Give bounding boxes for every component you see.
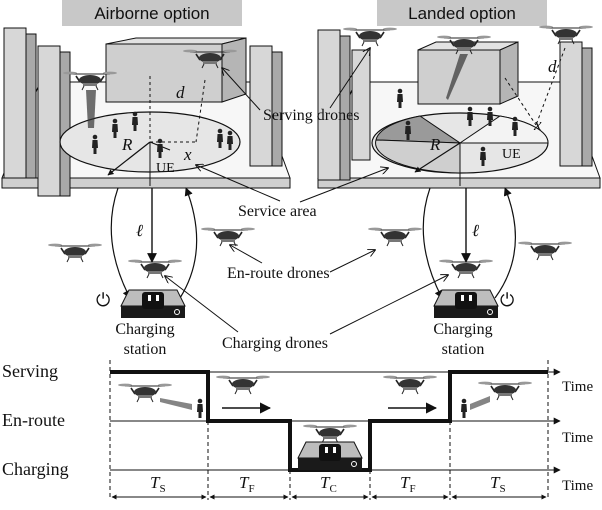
phase-ts-2: TS xyxy=(490,473,506,495)
timeline: Serving En-route Charging Time Time Time… xyxy=(2,360,593,500)
ell-label-right: ℓ xyxy=(472,221,479,240)
airborne-header-box xyxy=(62,0,242,26)
charging-station-left-1: Charging xyxy=(115,321,174,338)
time-label-3: Time xyxy=(562,478,593,494)
state-en-route: En-route xyxy=(2,410,65,430)
charging-drones-label: Charging drones xyxy=(222,335,328,352)
phase-tc: TC xyxy=(320,473,337,495)
charging-station-right-2: station xyxy=(442,341,485,358)
airborne-header: Airborne option xyxy=(94,4,209,23)
service-area-label: Service area xyxy=(238,203,317,220)
charging-station-left-2: station xyxy=(124,341,167,358)
time-label-2: Time xyxy=(562,430,593,446)
time-label-1: Time xyxy=(562,379,593,395)
en-route-drones-label: En-route drones xyxy=(227,265,330,282)
state-serving: Serving xyxy=(2,361,58,381)
plug-icon-left: ⏻ xyxy=(96,290,110,311)
r-label-right: R xyxy=(429,135,441,154)
phase-ts-1: TS xyxy=(150,473,166,495)
phase-tf-1: TF xyxy=(239,473,255,495)
r-label-left: R xyxy=(121,135,133,154)
phase-tf-2: TF xyxy=(400,473,416,495)
ue-label-left: UE xyxy=(156,161,175,176)
ue-label-right: UE xyxy=(502,147,521,162)
x-label-left: x xyxy=(183,145,192,164)
landed-header-box xyxy=(377,0,547,26)
landed-scene xyxy=(317,24,601,189)
right-charging-loop: ℓ ⏻ xyxy=(367,187,573,319)
x-label-right: x xyxy=(533,115,542,134)
d-label-right: d xyxy=(548,57,557,76)
landed-header: Landed option xyxy=(408,4,516,23)
serving-drones-label: Serving drones xyxy=(263,107,359,124)
charging-station-right-1: Charging xyxy=(433,321,492,338)
d-label-left: d xyxy=(176,83,185,102)
ell-label-left: ℓ xyxy=(136,221,143,240)
left-charging-loop: ℓ ⏻ xyxy=(47,187,256,319)
plug-icon-right: ⏻ xyxy=(500,290,514,311)
state-charging: Charging xyxy=(2,459,69,479)
airborne-scene xyxy=(1,27,291,197)
